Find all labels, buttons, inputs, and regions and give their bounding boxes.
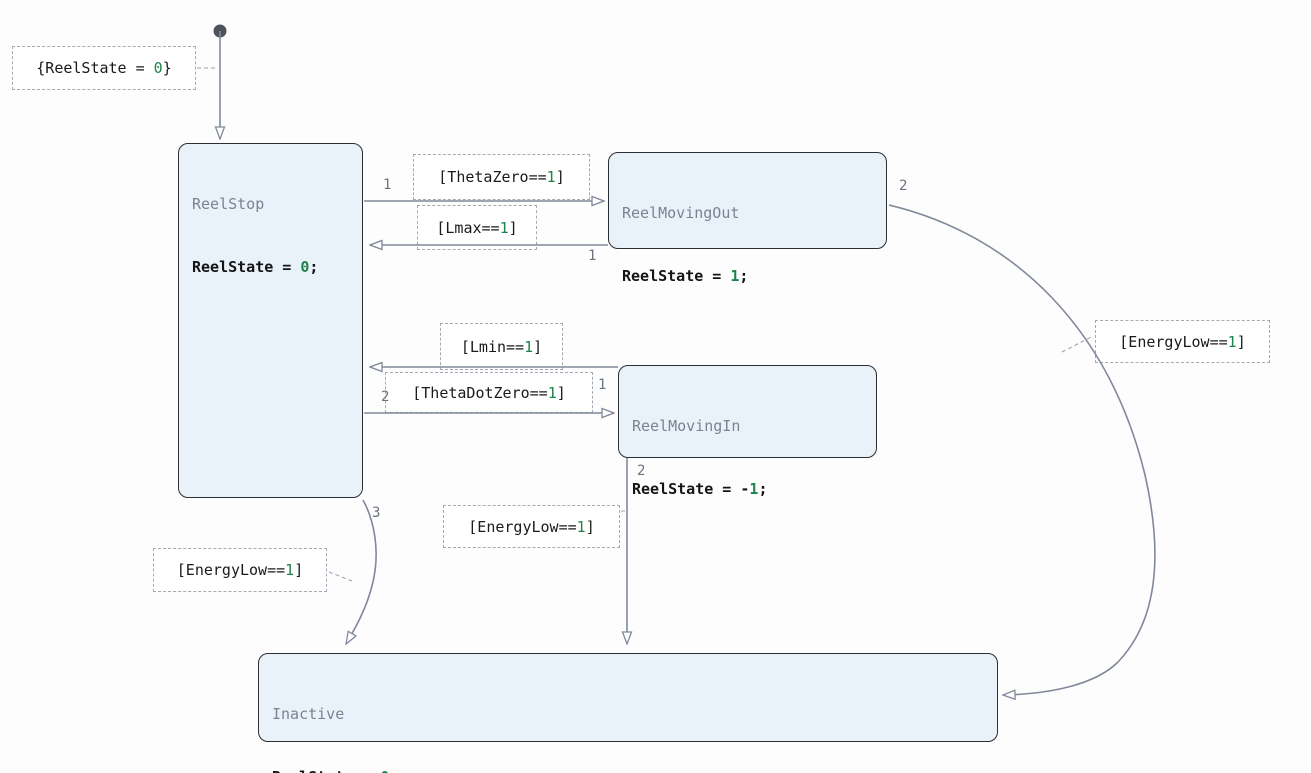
label-number: 1 [524,337,534,356]
label-number: 0 [153,59,163,77]
action-text: ; [389,768,398,773]
label-text: } [162,59,172,77]
label-number: 1 [547,383,557,402]
state-inactive[interactable]: Inactive ReelState = 0; [258,653,998,773]
action-text: ReelState = [272,768,380,773]
transition-number: 1 [383,177,392,193]
label-text: [EnergyLow== [176,561,286,579]
transition-reelstop-to-inactive[interactable] [346,499,377,644]
label-connector-energylow-right [1061,335,1094,353]
action-number: 0 [300,258,310,276]
action-text: ; [758,480,768,498]
transition-label-energylow-left[interactable]: [EnergyLow==1] [153,548,327,592]
transition-number: 1 [588,248,597,264]
action-number: 0 [380,768,389,773]
action-text: ReelState = [622,267,731,285]
state-reelmovingout[interactable]: ReelMovingOut ReelState = 1; [608,152,887,285]
action-text: ReelState = - [632,480,750,498]
state-action: ReelState = 0; [272,767,984,773]
transition-label-lmax[interactable]: [Lmax==1] [417,205,537,250]
action-number: 1 [749,480,759,498]
action-text: ReelState = [192,258,301,276]
label-text: [EnergyLow== [468,517,577,536]
transition-number: 1 [598,377,607,393]
state-action: ReelState = 1; [622,266,873,287]
label-text: ] [585,517,595,536]
label-text: [Lmin== [460,337,525,356]
label-text: ] [1236,332,1246,351]
label-number: 1 [285,561,295,579]
label-number: 1 [499,218,509,237]
transition-number: 2 [637,463,646,479]
label-number: 1 [576,517,586,536]
default-transition-label[interactable]: {ReelState = 0} [12,46,196,90]
label-number: 1 [546,168,556,186]
label-text: ] [533,337,543,356]
label-text: {ReelState = [36,59,154,77]
transition-reelmovingout-to-inactive[interactable] [888,204,1156,695]
default-transition-start-dot[interactable] [213,24,227,38]
state-title: Inactive [272,705,345,723]
label-connector-energylow-left [328,571,353,582]
label-text: ] [508,218,518,237]
transition-label-thetazero[interactable]: [ThetaZero==1] [413,154,590,200]
label-text: ] [555,168,565,186]
state-action: ReelState = -1; [632,479,863,500]
transition-number: 2 [899,178,908,194]
action-text: ; [309,258,319,276]
transition-number: 2 [381,389,390,405]
label-number: 1 [1227,332,1237,351]
label-text: ] [556,383,566,402]
transition-label-energylow-right[interactable]: [EnergyLow==1] [1095,320,1270,363]
transition-label-thetadotzero[interactable]: [ThetaDotZero==1] [385,372,593,413]
label-text: [Lmax== [436,218,500,237]
state-reelmovingin[interactable]: ReelMovingIn ReelState = -1; [618,365,877,498]
label-text: [ThetaZero== [438,168,547,186]
label-text: [ThetaDotZero== [412,383,548,402]
label-text: ] [294,561,304,579]
state-title: ReelMovingOut [622,204,740,222]
transition-number: 3 [372,505,381,521]
action-number: 1 [730,267,740,285]
state-title: ReelStop [192,195,265,213]
state-reelstop[interactable]: ReelStop ReelState = 0; [178,143,363,498]
state-action: ReelState = 0; [192,257,349,278]
action-text: ; [739,267,749,285]
transition-label-energylow-middle[interactable]: [EnergyLow==1] [443,505,620,548]
label-text: [EnergyLow== [1119,332,1228,351]
transition-label-lmin[interactable]: [Lmin==1] [440,323,563,370]
state-title: ReelMovingIn [632,417,741,435]
